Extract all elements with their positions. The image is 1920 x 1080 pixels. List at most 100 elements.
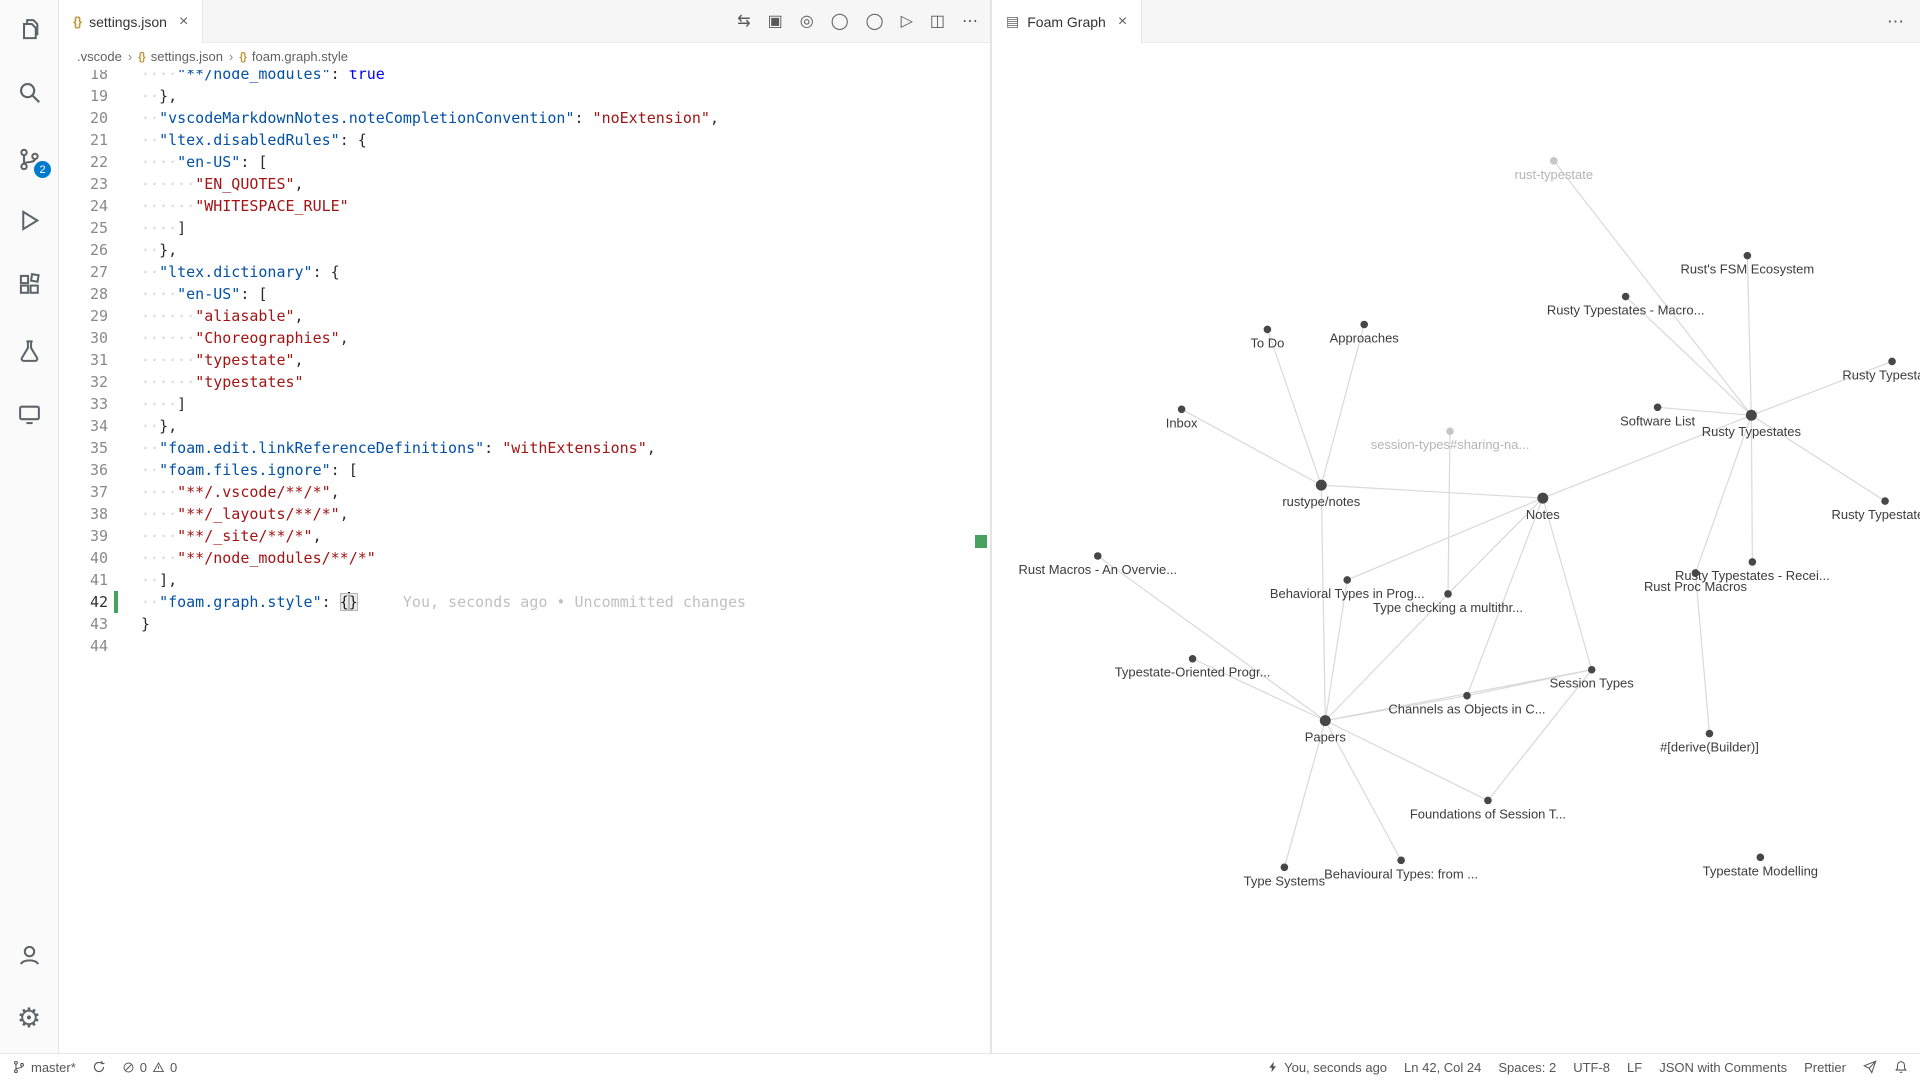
graph-node-label[interactable]: Type Systems (1244, 873, 1326, 888)
code-line[interactable]: 34··}, (59, 415, 990, 437)
open-preview-icon[interactable]: ▣ (767, 12, 783, 30)
feedback-button[interactable] (1863, 1060, 1877, 1074)
activity-bar-item-source-control[interactable]: 2 (0, 135, 58, 183)
tab-settings-json[interactable]: {} settings.json × (59, 0, 204, 43)
code-line[interactable]: 39····"**/_site/**/*", (59, 525, 990, 547)
activity-bar-item-testing[interactable] (0, 327, 58, 375)
graph-node-label[interactable]: Rust Proc Macros (1644, 579, 1748, 594)
graph-node-label[interactable]: rustype/notes (1282, 494, 1360, 509)
code-line[interactable]: 35··"foam.edit.linkReferenceDefinitions"… (59, 437, 990, 459)
code-line[interactable]: 28····"en-US": [ (59, 283, 990, 305)
activity-bar-item-remote-explorer[interactable] (0, 390, 58, 438)
target-icon[interactable]: ◎ (799, 12, 814, 30)
activity-bar-item-accounts[interactable] (0, 931, 58, 979)
circle-icon-2[interactable]: ◯ (865, 12, 884, 30)
code-line[interactable]: 31······"typestate", (59, 349, 990, 371)
line-number[interactable]: 28 (89, 285, 108, 303)
line-number[interactable]: 29 (89, 307, 108, 325)
line-number[interactable]: 19 (89, 87, 108, 105)
line-number[interactable]: 40 (89, 549, 108, 567)
line-number[interactable]: 26 (89, 241, 108, 259)
code-line[interactable]: 20··"vscodeMarkdownNotes.noteCompletionC… (59, 107, 990, 129)
code-line[interactable]: 29······"aliasable", (59, 305, 990, 327)
line-number[interactable]: 34 (89, 417, 108, 435)
graph-node-label[interactable]: Notes (1526, 507, 1560, 522)
graph-node-label[interactable]: Type checking a multithr... (1373, 600, 1523, 615)
activity-bar-item-extensions[interactable] (0, 260, 58, 308)
graph-node-dot[interactable] (1881, 497, 1889, 505)
line-number[interactable]: 22 (89, 153, 108, 171)
code-line[interactable]: 32······"typestates" (59, 371, 990, 393)
graph-node-dot[interactable] (1743, 251, 1752, 260)
code-line[interactable]: 19··}, (59, 85, 990, 107)
blame-indicator[interactable]: You, seconds ago (1267, 1060, 1387, 1075)
graph-node-label[interactable]: Rusty Typestates (1842, 367, 1920, 382)
line-number[interactable]: 38 (89, 505, 108, 523)
language-mode[interactable]: JSON with Comments (1659, 1060, 1787, 1075)
line-number[interactable]: 35 (89, 439, 108, 457)
graph-node-dot[interactable] (1745, 409, 1757, 421)
circle-icon-1[interactable]: ◯ (830, 12, 849, 30)
graph-node-dot[interactable] (1537, 492, 1549, 504)
close-icon[interactable]: × (1117, 12, 1128, 30)
code-line[interactable]: 23······"EN_QUOTES", (59, 173, 990, 195)
code-line[interactable]: 40····"**/node_modules/**/*" (59, 547, 990, 569)
line-number[interactable]: 24 (89, 197, 108, 215)
graph-node-label[interactable]: session-types#sharing-na... (1371, 437, 1530, 452)
code-line[interactable]: 33····] (59, 393, 990, 415)
code-line[interactable]: 42··"foam.graph.style": {} You, seconds … (59, 591, 990, 613)
activity-bar-item-explorer[interactable] (0, 5, 58, 53)
graph-node-label[interactable]: Rusty Typestates - Recei... (1675, 568, 1830, 583)
graph-node-label[interactable]: Papers (1305, 730, 1347, 745)
sync-button[interactable] (92, 1060, 106, 1074)
play-circle-icon[interactable]: ▷ (900, 12, 913, 30)
code-line[interactable]: 22····"en-US": [ (59, 151, 990, 173)
branch-indicator[interactable]: master* (12, 1060, 76, 1075)
graph-node-dot[interactable] (1315, 479, 1327, 491)
graph-node-dot[interactable] (1549, 157, 1558, 165)
graph-node-label[interactable]: Software List (1620, 413, 1695, 428)
line-number[interactable]: 32 (89, 373, 108, 391)
code-line[interactable]: 26··}, (59, 239, 990, 261)
line-number[interactable]: 30 (89, 329, 108, 347)
graph-node-dot[interactable] (1748, 558, 1757, 566)
graph-node-dot[interactable] (1444, 590, 1452, 598)
problems-indicator[interactable]: 0 0 (122, 1060, 177, 1075)
graph-node-label[interactable]: Rusty Typestates - Macro... (1547, 303, 1705, 318)
activity-bar-item-settings[interactable]: ⚙ (0, 994, 58, 1042)
graph-node-dot[interactable] (1653, 403, 1662, 412)
eol-indicator[interactable]: LF (1627, 1060, 1642, 1075)
code-line[interactable]: 27··"ltex.dictionary": { (59, 261, 990, 283)
line-number[interactable]: 33 (89, 395, 108, 413)
tab-foam-graph[interactable]: ▤ Foam Graph × (992, 0, 1143, 43)
formatter-indicator[interactable]: Prettier (1804, 1060, 1846, 1075)
breadcrumb-folder[interactable]: .vscode (77, 49, 122, 64)
line-number[interactable]: 21 (89, 131, 108, 149)
code-line[interactable]: 18····"**/node_modules": true (59, 70, 990, 85)
line-number[interactable]: 31 (89, 351, 108, 369)
graph-node-dot[interactable] (1177, 405, 1186, 414)
more-actions-icon[interactable]: ⋯ (962, 12, 978, 30)
split-editor-icon[interactable]: ◫ (929, 12, 945, 30)
graph-node-label[interactable]: Channels as Objects in C... (1388, 702, 1545, 717)
graph-node-label[interactable]: Typestate-Oriented Progr... (1115, 665, 1271, 680)
line-number[interactable]: 41 (89, 571, 108, 589)
code-line[interactable]: 41··], (59, 569, 990, 591)
line-number[interactable]: 42 (89, 593, 108, 611)
graph-node-dot[interactable] (1756, 853, 1765, 862)
line-number[interactable]: 27 (89, 263, 108, 281)
code-line[interactable]: 24······"WHITESPACE_RULE" (59, 195, 990, 217)
activity-bar-item-run-debug[interactable] (0, 196, 58, 244)
graph-node-label[interactable]: Approaches (1330, 330, 1400, 345)
graph-node-dot[interactable] (1360, 320, 1368, 329)
graph-node-label[interactable]: rust-typestate (1515, 167, 1594, 182)
graph-node-label[interactable]: Inbox (1166, 415, 1198, 430)
breadcrumb-file[interactable]: settings.json (150, 49, 223, 64)
compare-changes-icon[interactable]: ⇆ (737, 12, 751, 30)
graph-node-dot[interactable] (1188, 654, 1197, 663)
code-line[interactable]: 21··"ltex.disabledRules": { (59, 129, 990, 151)
line-number[interactable]: 37 (89, 483, 108, 501)
graph-node-dot[interactable] (1446, 427, 1454, 436)
